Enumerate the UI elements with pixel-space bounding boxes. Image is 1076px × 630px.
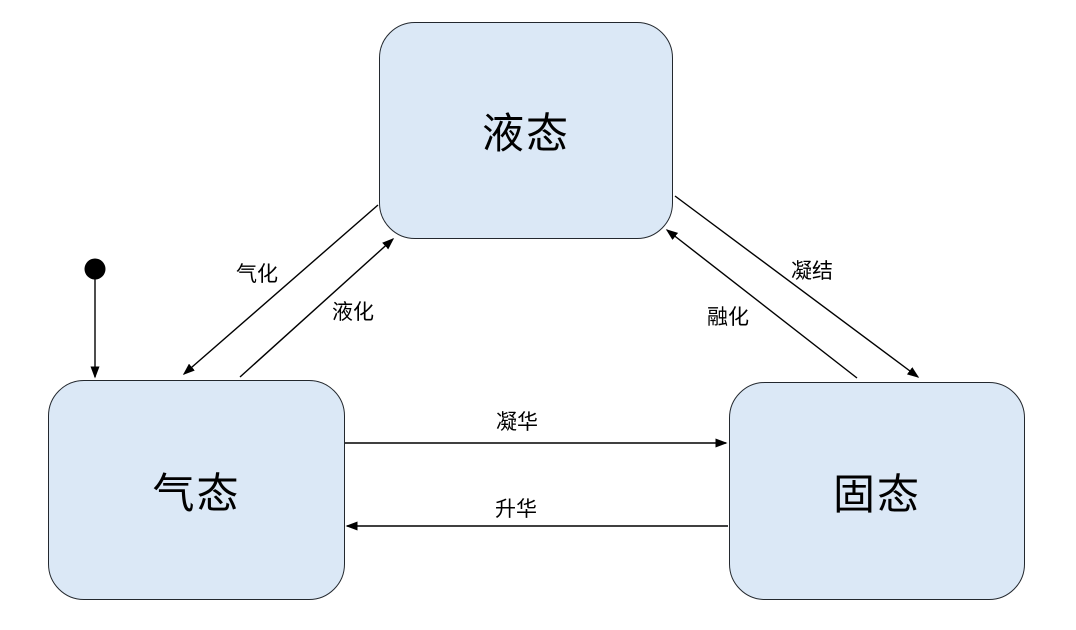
label-deposition: 凝华	[496, 411, 538, 434]
state-solid: 固态	[729, 382, 1025, 600]
state-liquid-label: 液态	[481, 110, 570, 157]
arrow-freezing	[674, 195, 920, 378]
label-melting: 融化	[707, 306, 749, 329]
state-solid-label: 固态	[832, 470, 921, 518]
arrow-vaporization	[182, 204, 379, 375]
state-liquid: 液态	[379, 22, 673, 239]
initial-state-dot	[84, 258, 106, 280]
arrow-liquefaction	[239, 237, 395, 378]
arrow-melting	[665, 229, 858, 379]
state-gas-label: 气态	[152, 469, 241, 517]
label-sublimation: 升华	[495, 498, 537, 521]
label-freezing: 凝结	[791, 260, 833, 283]
label-liquefaction: 液化	[332, 301, 374, 324]
state-gas: 气态	[48, 380, 345, 600]
label-vaporization: 气化	[236, 263, 278, 286]
